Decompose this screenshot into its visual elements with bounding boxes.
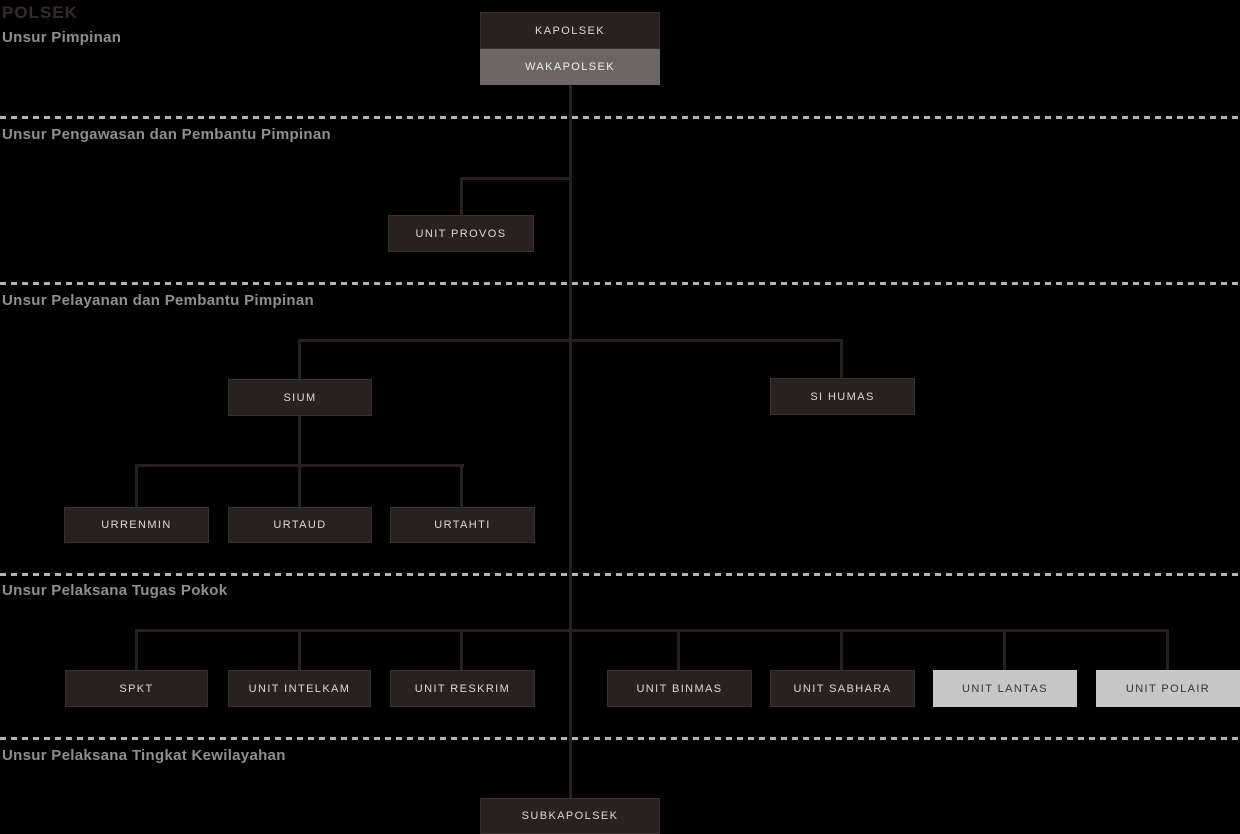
- connector-sihumas-drop: [840, 339, 843, 378]
- section-label-unsur-pimpinan: Unsur Pimpinan: [2, 29, 122, 46]
- org-node-urrenmin: URRENMIN: [64, 507, 209, 543]
- connector-intelkam-drop: [298, 629, 301, 670]
- org-node-urtaud: URTAUD: [228, 507, 372, 543]
- section-label-unsur-pengawasan: Unsur Pengawasan dan Pembantu Pimpinan: [2, 126, 331, 143]
- org-node-unit-binmas: UNIT BINMAS: [607, 670, 752, 707]
- org-node-unit-provos: UNIT PROVOS: [388, 215, 534, 252]
- section-label-unsur-pelayanan: Unsur Pelayanan dan Pembantu Pimpinan: [2, 292, 315, 309]
- connector-provos-drop: [460, 177, 463, 215]
- section-label-unsur-pelaksana-wilayah: Unsur Pelaksana Tingkat Kewilayahan: [2, 747, 286, 764]
- connector-units-horizontal: [135, 629, 1169, 632]
- connector-sium-drop: [298, 339, 301, 379]
- org-node-subkapolsek: SUBKAPOLSEK: [480, 798, 660, 834]
- org-node-unit-lantas: UNIT LANTAS: [933, 670, 1077, 707]
- org-node-urtahti: URTAHTI: [390, 507, 535, 543]
- connector-lantas-drop: [1003, 629, 1006, 670]
- connector-sium-sihumas-horizontal: [298, 339, 843, 342]
- section-divider-4: [0, 737, 1240, 740]
- org-node-sium: SIUM: [228, 379, 372, 416]
- connector-urrenmin-drop: [135, 464, 138, 507]
- org-node-unit-intelkam: UNIT INTELKAM: [228, 670, 371, 707]
- connector-sabhara-drop: [840, 629, 843, 670]
- org-node-si-humas: SI HUMAS: [770, 378, 915, 415]
- section-divider-1: [0, 116, 1240, 119]
- section-divider-3: [0, 573, 1240, 576]
- org-node-wakapolsek: WAKAPOLSEK: [480, 49, 660, 85]
- section-label-unsur-pelaksana-tugas: Unsur Pelaksana Tugas Pokok: [2, 582, 228, 599]
- connector-urtaud-drop: [298, 464, 301, 507]
- org-node-spkt: SPKT: [65, 670, 208, 707]
- connector-main-vertical: [569, 84, 572, 798]
- page-title: POLSEK: [2, 3, 78, 22]
- org-node-unit-polair: UNIT POLAIR: [1096, 670, 1240, 707]
- org-node-kapolsek: KAPOLSEK: [480, 12, 660, 49]
- connector-reskrim-drop: [460, 629, 463, 670]
- connector-binmas-drop: [677, 629, 680, 670]
- org-node-unit-sabhara: UNIT SABHARA: [770, 670, 915, 707]
- section-divider-2: [0, 282, 1240, 285]
- connector-urtahti-drop: [460, 464, 463, 507]
- connector-polair-drop: [1166, 629, 1169, 670]
- connector-provos-horizontal: [460, 177, 571, 180]
- connector-sium-down: [298, 416, 301, 466]
- org-node-unit-reskrim: UNIT RESKRIM: [390, 670, 535, 707]
- connector-spkt-drop: [135, 629, 138, 670]
